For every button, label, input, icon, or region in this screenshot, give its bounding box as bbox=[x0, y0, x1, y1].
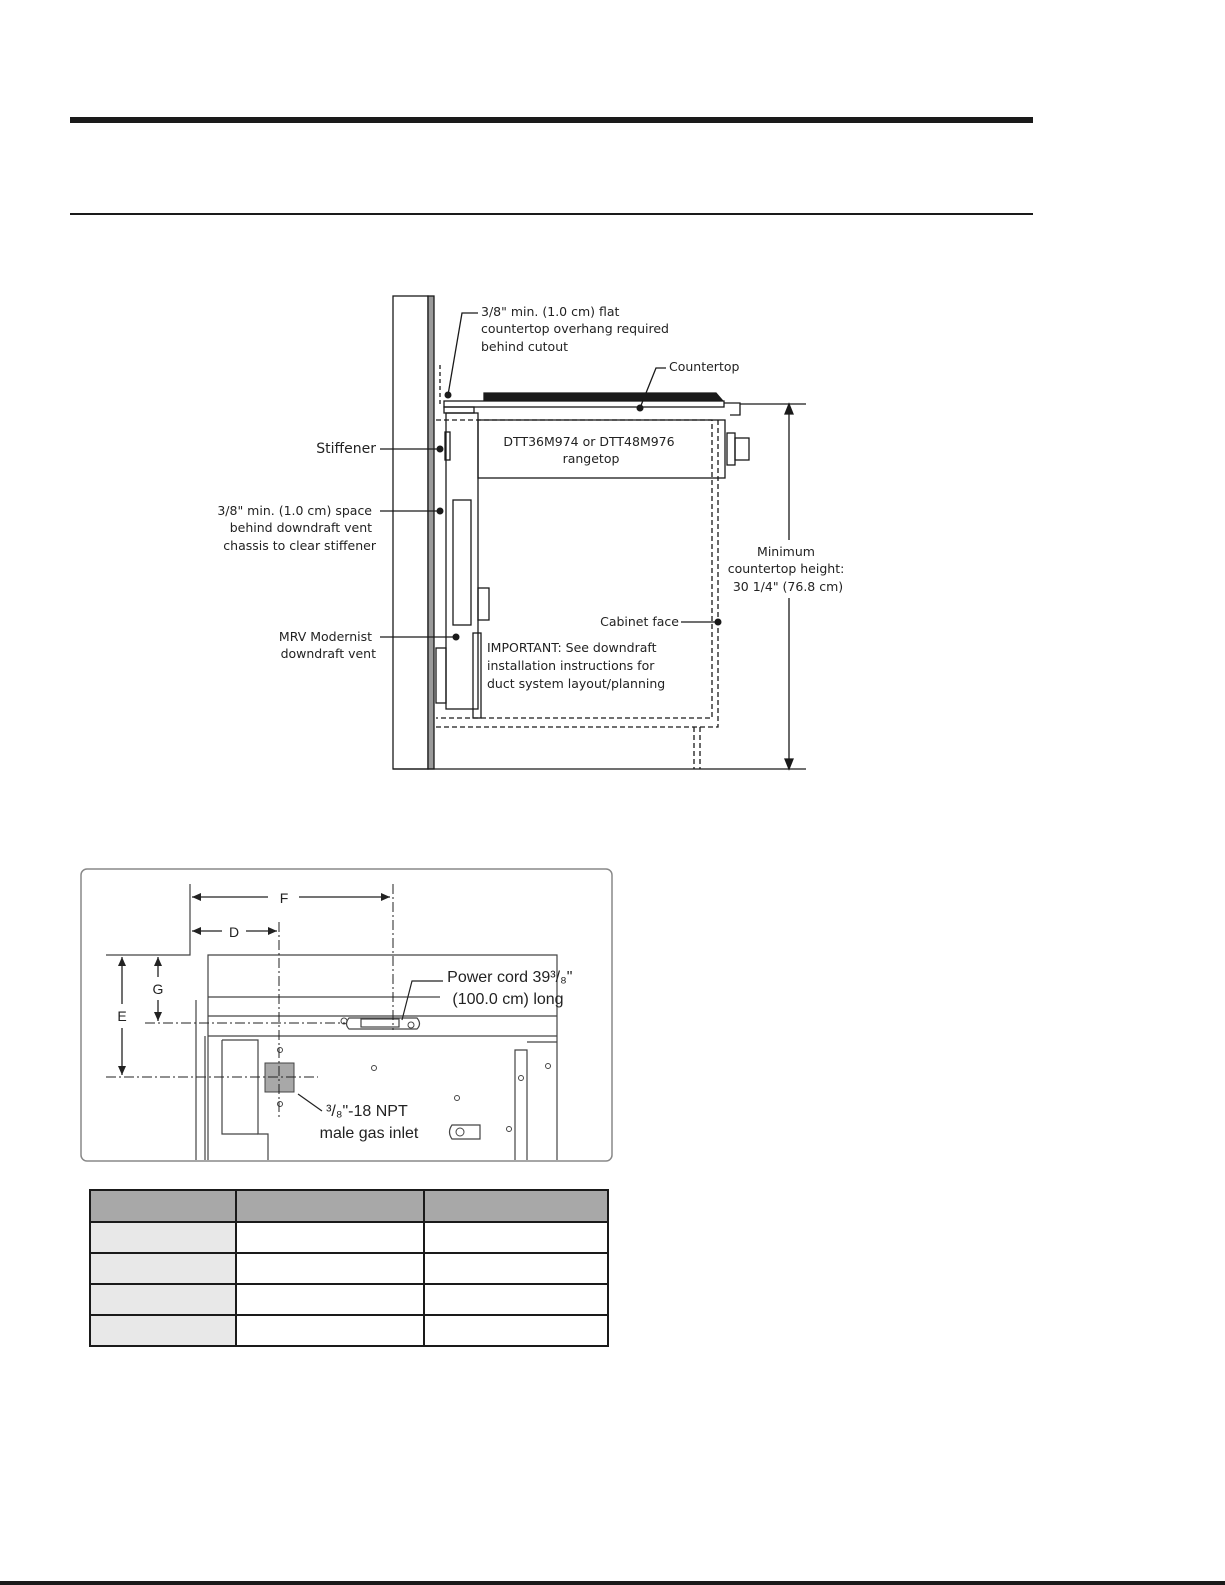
dimension-e-label: E bbox=[117, 1008, 126, 1024]
diagram-frame bbox=[80, 868, 613, 1162]
table-cell bbox=[89, 1314, 237, 1347]
important-note: IMPORTANT: See downdraft installation in… bbox=[487, 640, 665, 691]
table-cell bbox=[235, 1283, 425, 1316]
table-cell bbox=[89, 1252, 237, 1285]
power-cord-label: Power cord 39³/₈" (100.0 cm) long bbox=[447, 969, 577, 1008]
table-header-cell bbox=[89, 1189, 237, 1223]
table-cell bbox=[423, 1314, 609, 1347]
dimension-f-label: F bbox=[280, 890, 289, 906]
stiffener-label: Stiffener bbox=[316, 441, 376, 457]
table-cell bbox=[89, 1283, 237, 1316]
table-header-cell bbox=[235, 1189, 425, 1223]
table-cell bbox=[423, 1221, 609, 1254]
wall bbox=[392, 295, 429, 770]
table-row bbox=[89, 1283, 609, 1316]
wall-stiffener-strip bbox=[427, 295, 435, 770]
dimension-g-label: G bbox=[153, 981, 164, 997]
footer-rule bbox=[0, 1581, 1225, 1585]
rangetop-cooktop bbox=[483, 392, 724, 401]
vent-label: MRV Modernist downdraft vent bbox=[279, 629, 376, 661]
table-cell bbox=[423, 1252, 609, 1285]
gas-inlet-label: ³/₈"-18 NPT male gas inlet bbox=[320, 1103, 419, 1142]
table-cell bbox=[235, 1314, 425, 1347]
table-row bbox=[89, 1221, 609, 1254]
cabinet-face-label: Cabinet face bbox=[600, 614, 679, 629]
rangetop-label: DTT36M974 or DTT48M976 rangetop bbox=[503, 434, 678, 466]
table-row bbox=[89, 1314, 609, 1347]
rear-dimensions-diagram: F D G E Power cord 39³/₈" (100.0 cm) lon… bbox=[80, 868, 613, 1162]
header-rule-thick bbox=[70, 117, 1033, 123]
rangetop-body bbox=[477, 419, 726, 479]
table-cell bbox=[89, 1221, 237, 1254]
table-cell bbox=[235, 1252, 425, 1285]
table-row bbox=[89, 1252, 609, 1285]
downdraft-vent-chassis bbox=[445, 412, 479, 710]
header-rule-thin bbox=[70, 213, 1033, 215]
dimensions-table bbox=[89, 1189, 609, 1347]
cabinet-outline bbox=[436, 419, 713, 719]
table-cell bbox=[423, 1283, 609, 1316]
space-label: 3/8" min. (1.0 cm) space behind downdraf… bbox=[217, 503, 377, 553]
table-header-cell bbox=[423, 1189, 609, 1223]
table-cell bbox=[235, 1221, 425, 1254]
countertop-label: Countertop bbox=[669, 359, 740, 374]
table-header-row bbox=[89, 1189, 609, 1223]
dimension-d-label: D bbox=[229, 924, 239, 940]
overhang-label: 3/8" min. (1.0 cm) flat countertop overh… bbox=[481, 304, 673, 354]
min-height-label: Minimum countertop height: 30 1/4" (76.8… bbox=[728, 544, 849, 594]
